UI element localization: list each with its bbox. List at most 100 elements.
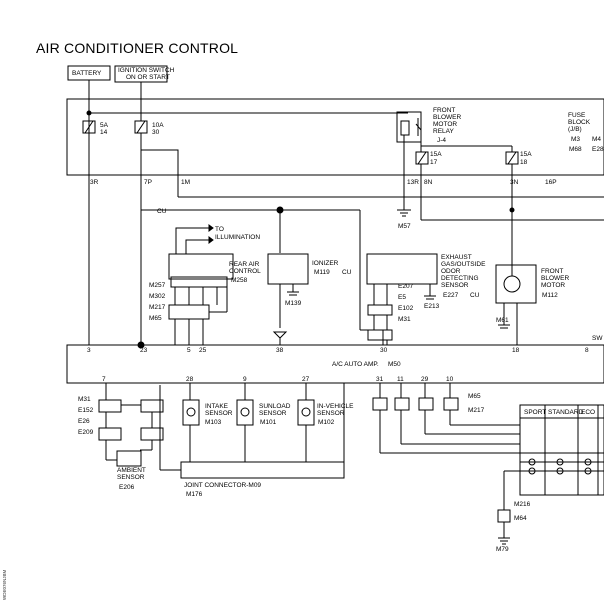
ac-auto-amp [66,344,604,384]
pin-7: 7 [102,376,106,383]
cu-tag-top: CU [157,208,167,215]
cu-tag-exhaust: CU [470,292,480,299]
conn-m216: M216 [514,501,531,508]
exhaust-label-2: GAS/OUTSIDE [441,261,486,268]
conn-m65: M65 [149,315,162,322]
fuse-block-outline [66,98,604,176]
fuse-block-conn-4: E28 [592,146,604,153]
fuse-15a-a: 15A [430,151,442,158]
pin-3: 3 [87,347,91,354]
fbm-conn: M112 [542,292,558,299]
exhaust-label-4: DETECTING [441,275,479,282]
amp-label: A/C AUTO AMP. [332,361,379,368]
ambient-label-2: SENSOR [117,474,145,481]
ambient-conn: E206 [119,484,135,491]
conn-e213: E213 [424,303,440,310]
pin-38: 38 [276,347,284,354]
sunload-sensor [236,399,254,426]
mode-eco: ECO [581,409,595,416]
ionizer-conn: M119 [314,269,330,276]
to-illum-2: ILLUMINATION [215,234,260,241]
pin-18: 18 [512,347,520,354]
pin-30: 30 [380,347,388,354]
ionizer [267,253,309,285]
ionizer-label: IONIZER [312,260,339,267]
fuse-10a-no: 30 [152,129,160,136]
sunload-label-1: SUNLOAD [259,403,291,410]
to-illum-1: TO [215,226,224,233]
relay-conn: J-4 [437,137,446,144]
fuse-5a-no: 14 [100,129,108,136]
rear-air-label-1: REAR AIR [229,261,260,268]
ignition-label-2: ON OR START [126,74,170,81]
rear-air-label-2: CONTROL [229,268,261,275]
invehicle-label-1: IN-VEHICLE [317,403,354,410]
term-13r: 13R [407,179,419,186]
pin-5: 5 [187,347,191,354]
fuse-5a: 5A [100,122,109,129]
pin-23: 23 [140,347,148,354]
relay-label-4: RELAY [433,128,454,135]
mode-sport: SPORT [524,409,546,416]
invehicle-label-2: SENSOR [317,410,345,417]
rear-air-conn: M258 [231,277,248,284]
conn-e5: E5 [398,294,406,301]
pin-27: 27 [302,376,310,383]
conn-m64: M64 [514,515,527,522]
invehicle-conn: M102 [318,419,335,426]
relay-label-3: MOTOR [433,121,457,128]
conn-e152: E152 [78,407,94,414]
page-title: AIR CONDITIONER CONTROL [36,40,239,56]
intake-conn: M103 [205,419,222,426]
conn-m139: M139 [285,300,302,307]
conn-e102: E102 [398,305,414,312]
fuse-block-conn-1: M3 [571,136,580,143]
conn-m57: M57 [398,223,411,230]
pin-8: 8 [585,347,589,354]
term-16p: 16P [545,179,557,186]
amp-conn: M50 [388,361,401,368]
exhaust-conn: E227 [443,292,459,299]
conn-m31-top: M31 [398,316,411,323]
term-7p: 7P [144,179,152,186]
conn-e26: E26 [78,418,90,425]
pin-10: 10 [446,376,454,383]
intake-label-1: INTAKE [205,403,229,410]
fuse-block-conn-3: M68 [569,146,582,153]
conn-e209: E209 [78,429,94,436]
battery-label: BATTERY [72,70,102,77]
ambient-sensor [116,450,142,467]
intake-label-2: SENSOR [205,410,233,417]
conn-m65-right: M65 [468,393,481,400]
exhaust-label-5: SENSOR [441,282,469,289]
conn-m217-right: M217 [468,407,485,414]
fuse-block-label-3: (J/B) [568,126,582,133]
fbm-label-1: FRONT [541,268,563,275]
fuse-15a-a-no: 17 [430,159,438,166]
term-3r: 3R [90,179,99,186]
term-1m: 1M [181,179,190,186]
exhaust-sensor [366,253,438,285]
pin-25: 25 [199,347,207,354]
pin-31: 31 [376,376,384,383]
rear-air-control [168,253,234,280]
ambient-label-1: AMBIENT [117,467,146,474]
pin-9: 9 [243,376,247,383]
fbm-label-3: MOTOR [541,282,565,289]
fuse-block-label-2: BLOCK [568,119,591,126]
mode-switch-table [519,404,604,496]
pin-28: 28 [186,376,194,383]
cu-tag-ionizer: CU [342,269,352,276]
fuse-15a-b-no: 18 [520,159,528,166]
exhaust-label-1: EXHAUST [441,254,472,261]
intake-sensor [182,399,200,426]
conn-m31-bottom: M31 [78,396,91,403]
conn-e207: E207 [398,283,414,290]
fuse-15a-b: 15A [520,151,532,158]
sw-tag: SW [592,335,603,342]
conn-m217: M217 [149,304,166,311]
in-vehicle-sensor [297,399,315,426]
front-blower-motor [495,264,537,304]
jc-conn: M176 [186,491,203,498]
